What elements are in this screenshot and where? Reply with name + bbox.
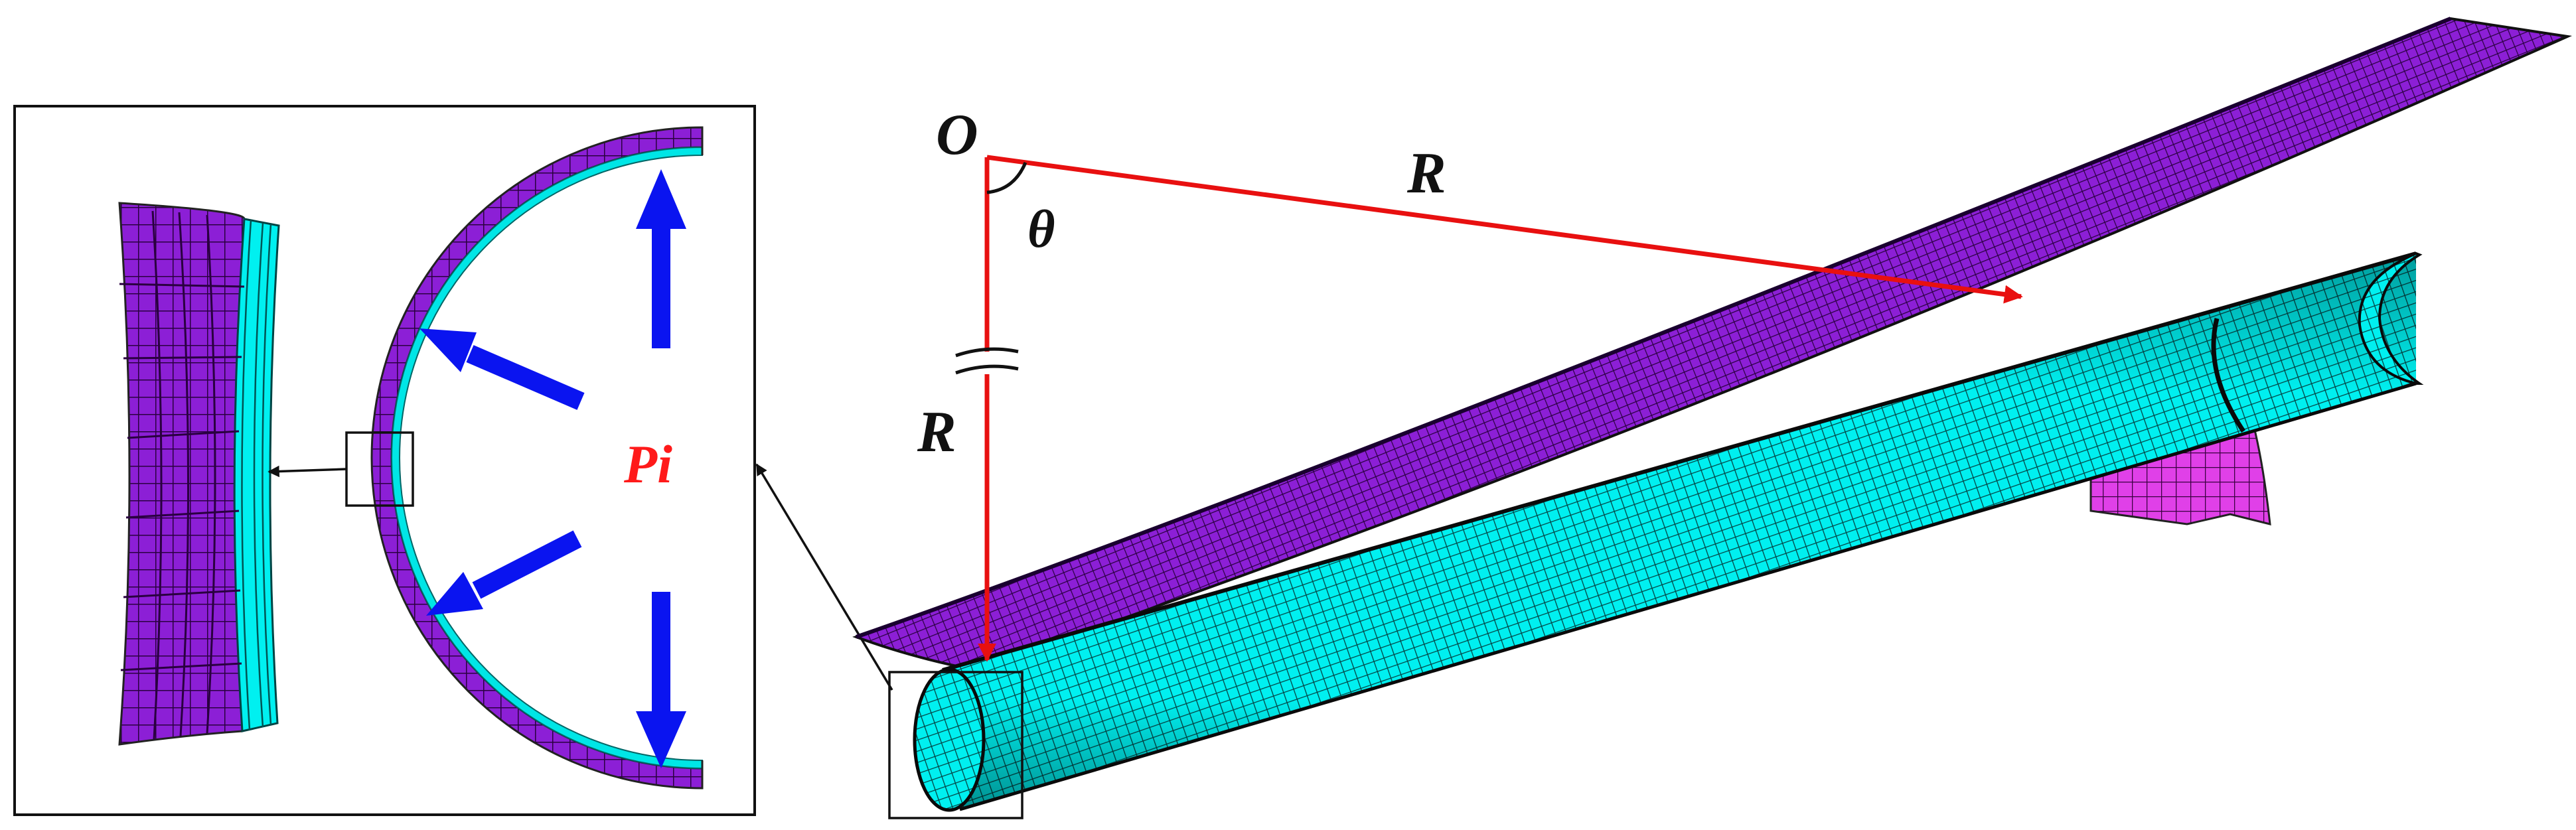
- radius-construction: [955, 155, 2023, 662]
- angle-label: θ: [1027, 200, 1055, 259]
- cross-section-panel: Pi: [13, 105, 756, 816]
- tube: [913, 251, 2424, 812]
- radius-line-angled: [986, 155, 2023, 304]
- radius-label-angled: R: [1406, 141, 1446, 206]
- radius-label-vertical: R: [917, 400, 956, 464]
- detail-leader-arrow: [755, 463, 893, 691]
- semicircular-pipe-ring: [370, 126, 704, 790]
- tube-open-end: [2358, 251, 2424, 385]
- zoomed-wall-section: [118, 202, 280, 746]
- break-mark-icon: [955, 347, 1019, 375]
- arrow-icon: [636, 592, 686, 768]
- tube-end-box: [888, 671, 1023, 819]
- pressure-label: Pi: [623, 434, 672, 494]
- arrow-icon: [426, 530, 582, 616]
- arrow-icon: [636, 169, 686, 348]
- angle-arc: [986, 162, 1027, 194]
- pressure-arrows: [419, 169, 686, 768]
- bending-model: O θ R R: [852, 17, 2573, 819]
- arrow-icon: [419, 328, 585, 410]
- zoom-leader-arrow: [267, 465, 347, 478]
- origin-label: O: [936, 103, 978, 167]
